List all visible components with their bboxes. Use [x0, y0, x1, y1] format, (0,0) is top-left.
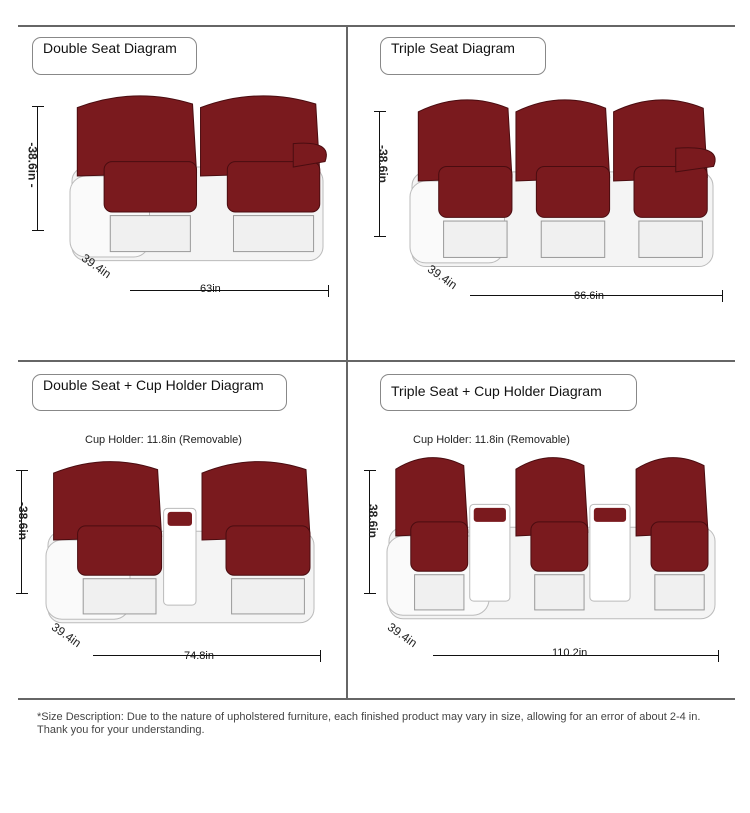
width-dimension-line: [470, 290, 723, 302]
panel-title-triple-seat-cup-holder: Triple Seat + Cup Holder Diagram: [380, 374, 637, 411]
seat-back-cover: [635, 457, 709, 537]
vertical-divider: [346, 25, 348, 699]
width-label: 74.8in: [184, 650, 214, 662]
triple-seat-cup-holder-sofa-illustration: [386, 457, 716, 620]
panel-title-double-seat-cup-holder: Double Seat + Cup Holder Diagram: [32, 374, 287, 411]
size-description-note: *Size Description: Due to the nature of …: [37, 711, 701, 736]
height-dimension-line: [364, 470, 376, 594]
double-seat-sofa-illustration: [69, 95, 327, 262]
seat-cushion-cover: [410, 521, 469, 572]
seat-back-cover: [200, 95, 321, 177]
footrest-mechanism: [540, 220, 606, 258]
seat-cushion-cover: [633, 165, 708, 218]
cup-holder-console: [163, 507, 197, 606]
footrest-mechanism: [654, 574, 705, 611]
footrest-mechanism: [443, 220, 508, 258]
bottom-divider: [18, 698, 735, 700]
height-label: -38.6in: [16, 501, 31, 541]
seat-back-cover: [515, 99, 611, 182]
width-label: 86.6in: [574, 290, 604, 302]
height-dimension-line: [32, 106, 44, 231]
seat-back-cover: [395, 457, 469, 537]
width-dimension-line: [130, 285, 329, 297]
seat-cushion-cover: [225, 525, 311, 576]
cup-holder-cover: [593, 507, 627, 522]
height-label: -38.6in: [376, 144, 391, 184]
seat-back-cover: [201, 461, 311, 541]
height-label: -38.6in -: [25, 142, 40, 188]
footrest-mechanism: [534, 574, 585, 611]
cup-holder-console: [589, 503, 631, 602]
height-dimension-line: [16, 470, 28, 594]
triple-seat-sofa-illustration: [409, 99, 716, 268]
top-divider: [18, 25, 735, 27]
footrest-mechanism: [231, 578, 305, 615]
footrest-mechanism: [109, 215, 191, 253]
seat-cushion-cover: [650, 521, 709, 572]
seat-cushion-cover: [103, 161, 198, 213]
width-dimension-line: [433, 650, 719, 662]
cup-holder-label: Cup Holder: 11.8in (Removable): [413, 434, 570, 446]
cup-holder-label: Cup Holder: 11.8in (Removable): [85, 434, 242, 446]
seat-cushion-cover: [535, 165, 611, 218]
width-label: 110.2in: [552, 647, 588, 659]
footrest-mechanism: [232, 215, 315, 253]
footrest-mechanism: [82, 578, 157, 615]
seat-back-cover: [76, 95, 198, 177]
cup-holder-cover: [167, 511, 192, 526]
seat-back-cover: [53, 461, 163, 541]
middle-divider: [18, 360, 735, 362]
panel-title-triple-seat: Triple Seat Diagram: [380, 37, 546, 75]
panel-title-double-seat: Double Seat Diagram: [32, 37, 197, 75]
height-dimension-line: [374, 111, 386, 237]
footrest-mechanism: [414, 574, 465, 611]
width-dimension-line: [93, 650, 321, 662]
height-label: 38.6in: [366, 503, 381, 539]
depth-label: 39.4in: [384, 619, 420, 651]
seat-back-cover: [515, 457, 589, 537]
width-label: 63in: [200, 283, 221, 295]
seat-back-cover: [417, 99, 513, 182]
footrest-mechanism: [638, 220, 703, 258]
cup-holder-console: [469, 503, 511, 602]
cup-holder-cover: [473, 507, 506, 522]
armrest-cover: [675, 147, 716, 173]
armrest-cover: [292, 142, 327, 168]
seat-cushion-cover: [438, 165, 513, 218]
double-seat-cup-holder-sofa-illustration: [45, 461, 315, 624]
seat-cushion-cover: [226, 161, 321, 213]
seat-cushion-cover: [530, 521, 589, 572]
seat-cushion-cover: [77, 525, 163, 576]
